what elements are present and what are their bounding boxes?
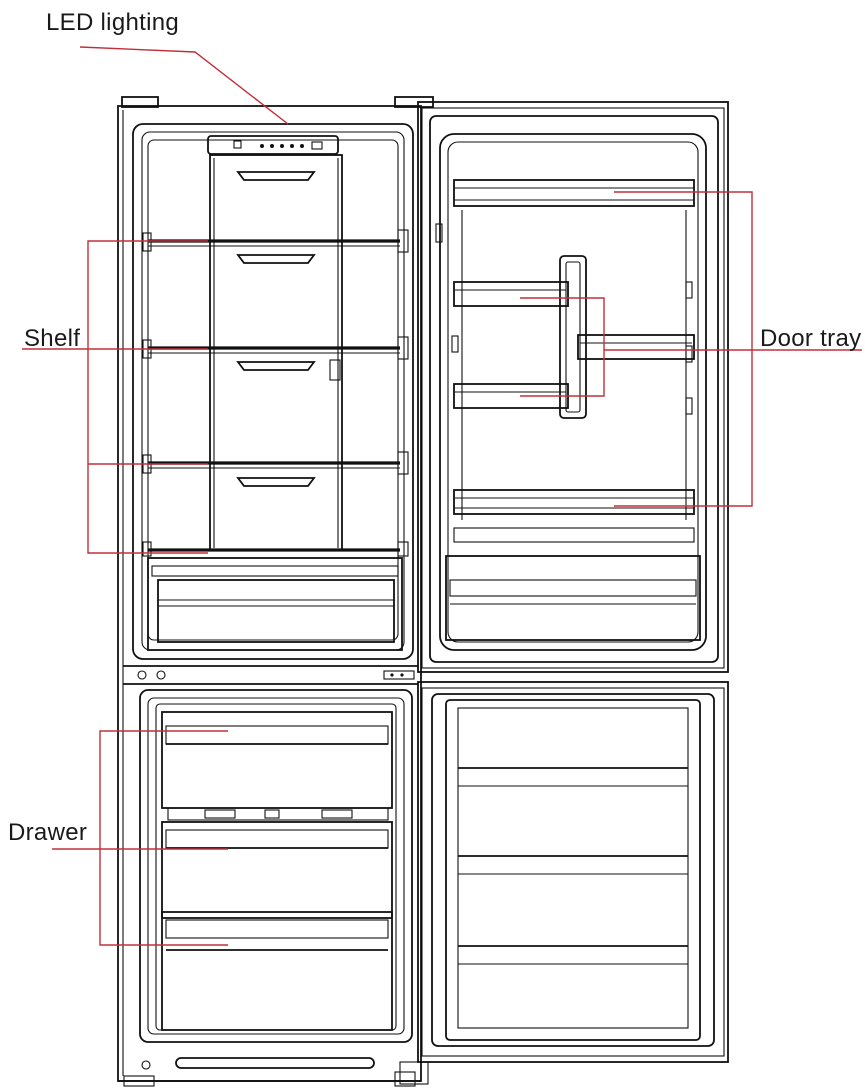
fridge-door — [417, 101, 729, 673]
drawer-label: Drawer — [8, 819, 87, 846]
fridge-cabinet — [117, 96, 434, 1087]
shelf-label: Shelf — [24, 325, 80, 352]
door-middle-rack — [451, 255, 695, 419]
door-trays — [453, 179, 695, 543]
shelf-leader — [22, 240, 208, 554]
drawer-leader — [52, 730, 228, 946]
led-light-panel — [207, 135, 339, 155]
door-tray-leader — [520, 191, 862, 507]
freezer-drawers — [161, 711, 393, 1031]
fridge-shelves — [142, 229, 409, 557]
crisper-drawer — [147, 557, 403, 651]
freezer-door — [399, 681, 729, 1085]
led-lighting-leader — [79, 46, 289, 125]
led-lighting-label: LED lighting — [46, 9, 179, 36]
door-tray-label: Door tray — [760, 325, 861, 352]
